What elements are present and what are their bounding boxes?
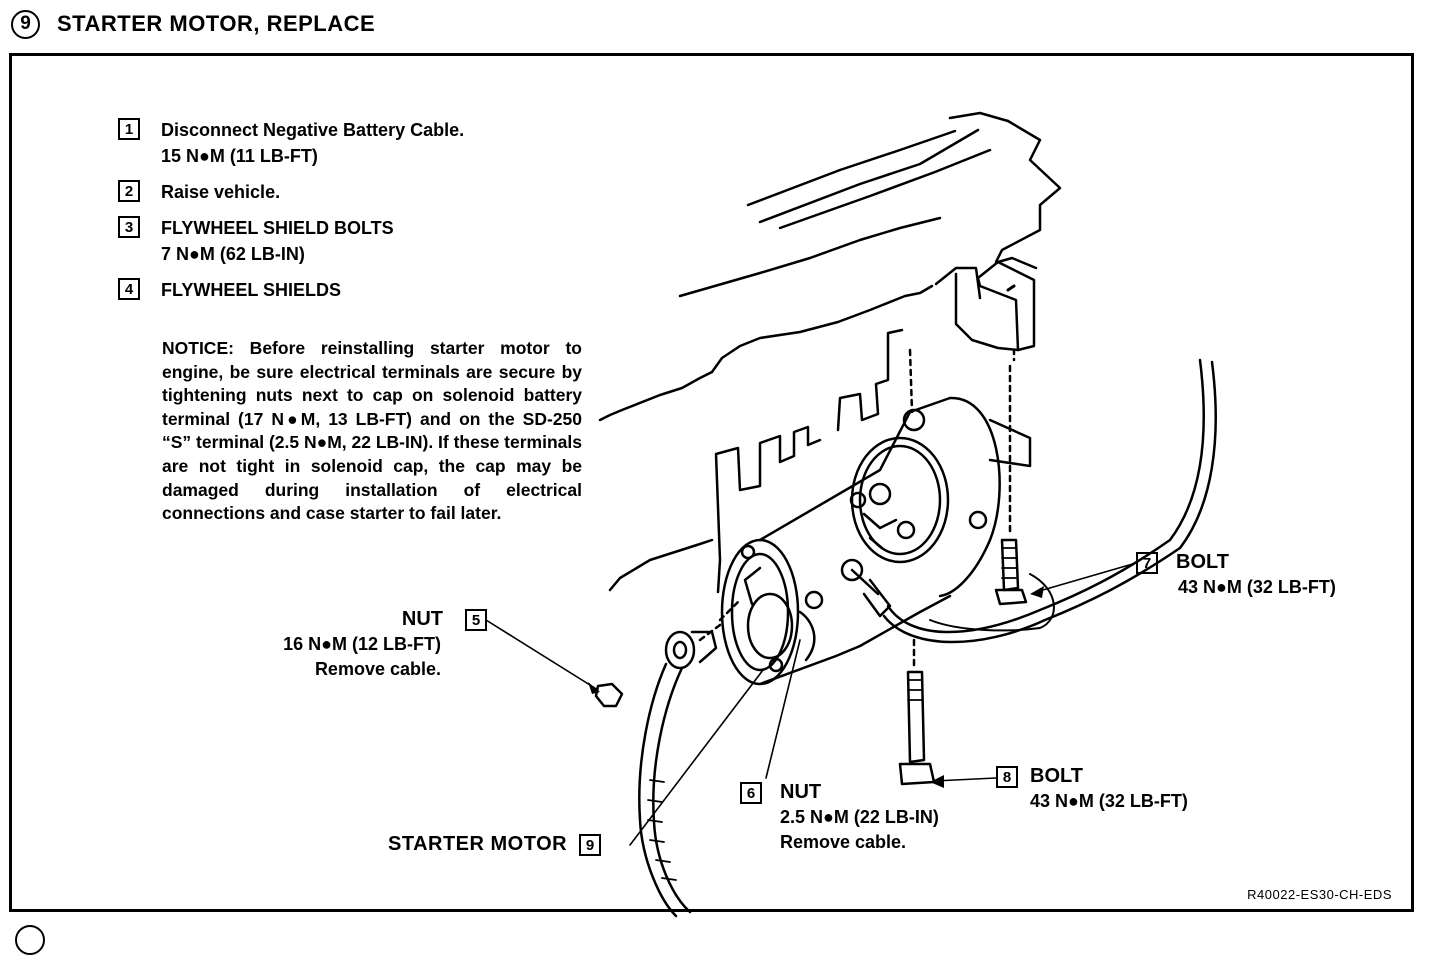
step-1: 1 Disconnect Negative Battery Cable. 15 … — [118, 117, 588, 169]
step-text-line: FLYWHEEL SHIELDS — [161, 280, 342, 300]
callout-label: NUT — [401, 608, 443, 630]
step-text-line: Disconnect Negative Battery Cable. — [161, 120, 465, 140]
step-text-line: 15 N●M (11 LB-FT) — [161, 146, 318, 166]
callout-nut-5: NUT 5 16 N●M (12 LB-FT) Remove cable. — [235, 607, 487, 682]
page-header: 9 STARTER MOTOR, REPLACE — [11, 8, 375, 40]
figure-frame — [9, 53, 1414, 912]
callout-torque: 43 N●M (32 LB-FT) — [1030, 791, 1188, 811]
callout-number-badge: 5 — [465, 609, 487, 631]
step-number-badge: 2 — [118, 180, 140, 202]
step-text-line: 7 N●M (62 LB-IN) — [161, 244, 305, 264]
callout-note: Remove cable. — [780, 832, 907, 852]
callout-bolt-7: 7 BOLT 43 N●M (32 LB-FT) — [1136, 550, 1336, 600]
figure-reference-code: R40022-ES30-CH-EDS — [1247, 887, 1392, 902]
page-title: STARTER MOTOR, REPLACE — [57, 11, 376, 36]
section-number-badge: 9 — [11, 9, 40, 39]
arrowheads — [588, 586, 1044, 788]
callout-note: Remove cable. — [314, 659, 441, 679]
mounting-bracket — [954, 256, 1038, 362]
callout-label: BOLT — [1176, 551, 1229, 573]
callout-torque: 2.5 N●M (22 LB-IN) — [780, 807, 939, 827]
step-number-badge: 3 — [118, 216, 140, 238]
step-number-badge: 4 — [118, 278, 140, 300]
callout-number-badge: 7 — [1136, 552, 1158, 574]
callout-torque: 43 N●M (32 LB-FT) — [1178, 577, 1336, 597]
callout-number-badge: 8 — [996, 766, 1018, 788]
callout-torque: 16 N●M (12 LB-FT) — [283, 634, 441, 654]
callout-number-badge: 9 — [579, 834, 602, 856]
callout-nut-6: 6 NUT 2.5 N●M (22 LB-IN) Remove cable. — [740, 780, 939, 855]
step-number-badge: 1 — [118, 118, 140, 140]
step-3: 3 FLYWHEEL SHIELD BOLTS 7 N●M (62 LB-IN) — [118, 215, 588, 267]
procedure-steps: 1 Disconnect Negative Battery Cable. 15 … — [118, 117, 588, 313]
leader-lines — [485, 562, 1137, 846]
notice-text: NOTICE: Before reinstalling starter moto… — [162, 338, 582, 524]
callout-label: BOLT — [1030, 765, 1083, 787]
callout-label: NUT — [780, 781, 822, 803]
step-text-line: FLYWHEEL SHIELD BOLTS — [161, 218, 394, 238]
engine-block-outline — [598, 111, 1062, 594]
next-section-badge — [15, 925, 45, 955]
callout-starter-motor-9: STARTER MOTOR 9 — [388, 832, 602, 857]
step-4: 4 FLYWHEEL SHIELDS — [118, 277, 588, 303]
callout-label: STARTER MOTOR — [388, 833, 568, 855]
step-text-line: Raise vehicle. — [161, 182, 281, 202]
callout-bolt-8: 8 BOLT 43 N●M (32 LB-FT) — [996, 764, 1188, 814]
step-2: 2 Raise vehicle. — [118, 179, 588, 205]
callout-number-badge: 6 — [740, 782, 762, 804]
